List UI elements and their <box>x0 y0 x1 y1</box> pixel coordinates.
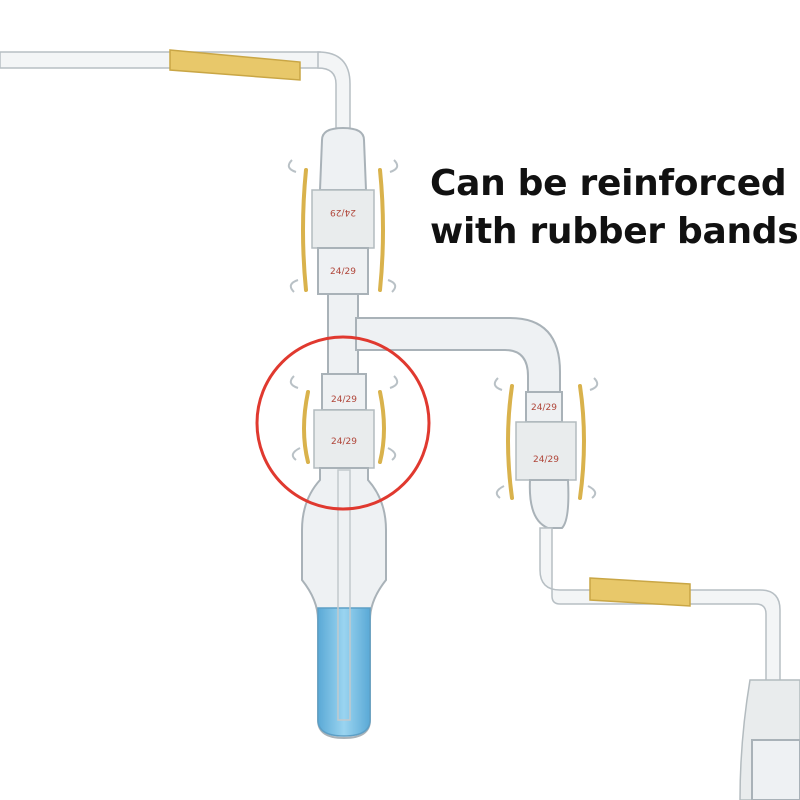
hook-icon <box>289 375 399 461</box>
rubber-band <box>506 384 514 500</box>
hook-icon <box>287 159 399 293</box>
side-arm <box>355 317 561 393</box>
side-upper-joint-label: 24/29 <box>531 403 557 413</box>
collection-vessel <box>739 679 800 800</box>
middle-ground-joint <box>313 409 375 469</box>
top-ground-joint <box>311 189 375 249</box>
rubber-band <box>378 168 385 292</box>
side-lower-joint-label: 24/29 <box>533 455 559 465</box>
central-tube <box>327 293 561 393</box>
middle-lower-joint-label: 24/29 <box>331 437 357 447</box>
rubber-band <box>301 168 308 292</box>
receiver-flask <box>301 467 387 740</box>
blue-liquid <box>317 607 371 737</box>
hook-icon <box>493 377 599 499</box>
caption: Can be reinforced with rubber bands <box>430 160 799 256</box>
inner-tube <box>337 469 351 721</box>
highlight-circle <box>255 335 431 511</box>
rubber-band <box>378 390 386 464</box>
middle-upper-joint-label: 24/29 <box>331 395 357 405</box>
rubber-band <box>578 384 586 500</box>
caption-line-1: Can be reinforced <box>430 163 787 204</box>
top-lower-joint-label: 24/29 <box>330 267 356 277</box>
side-joint: 24/29 24/29 <box>493 377 781 701</box>
rubber-hose-top <box>169 49 301 81</box>
rubber-band <box>302 390 310 464</box>
caption-line-2: with rubber bands <box>430 211 799 252</box>
top-upper-joint-label: 24/29 <box>330 207 356 217</box>
middle-joint: 24/29 24/29 <box>289 373 399 469</box>
top-joint: 24/29 24/29 <box>287 126 399 295</box>
inlet-tube <box>0 49 351 141</box>
rubber-hose-bottom <box>589 577 691 607</box>
